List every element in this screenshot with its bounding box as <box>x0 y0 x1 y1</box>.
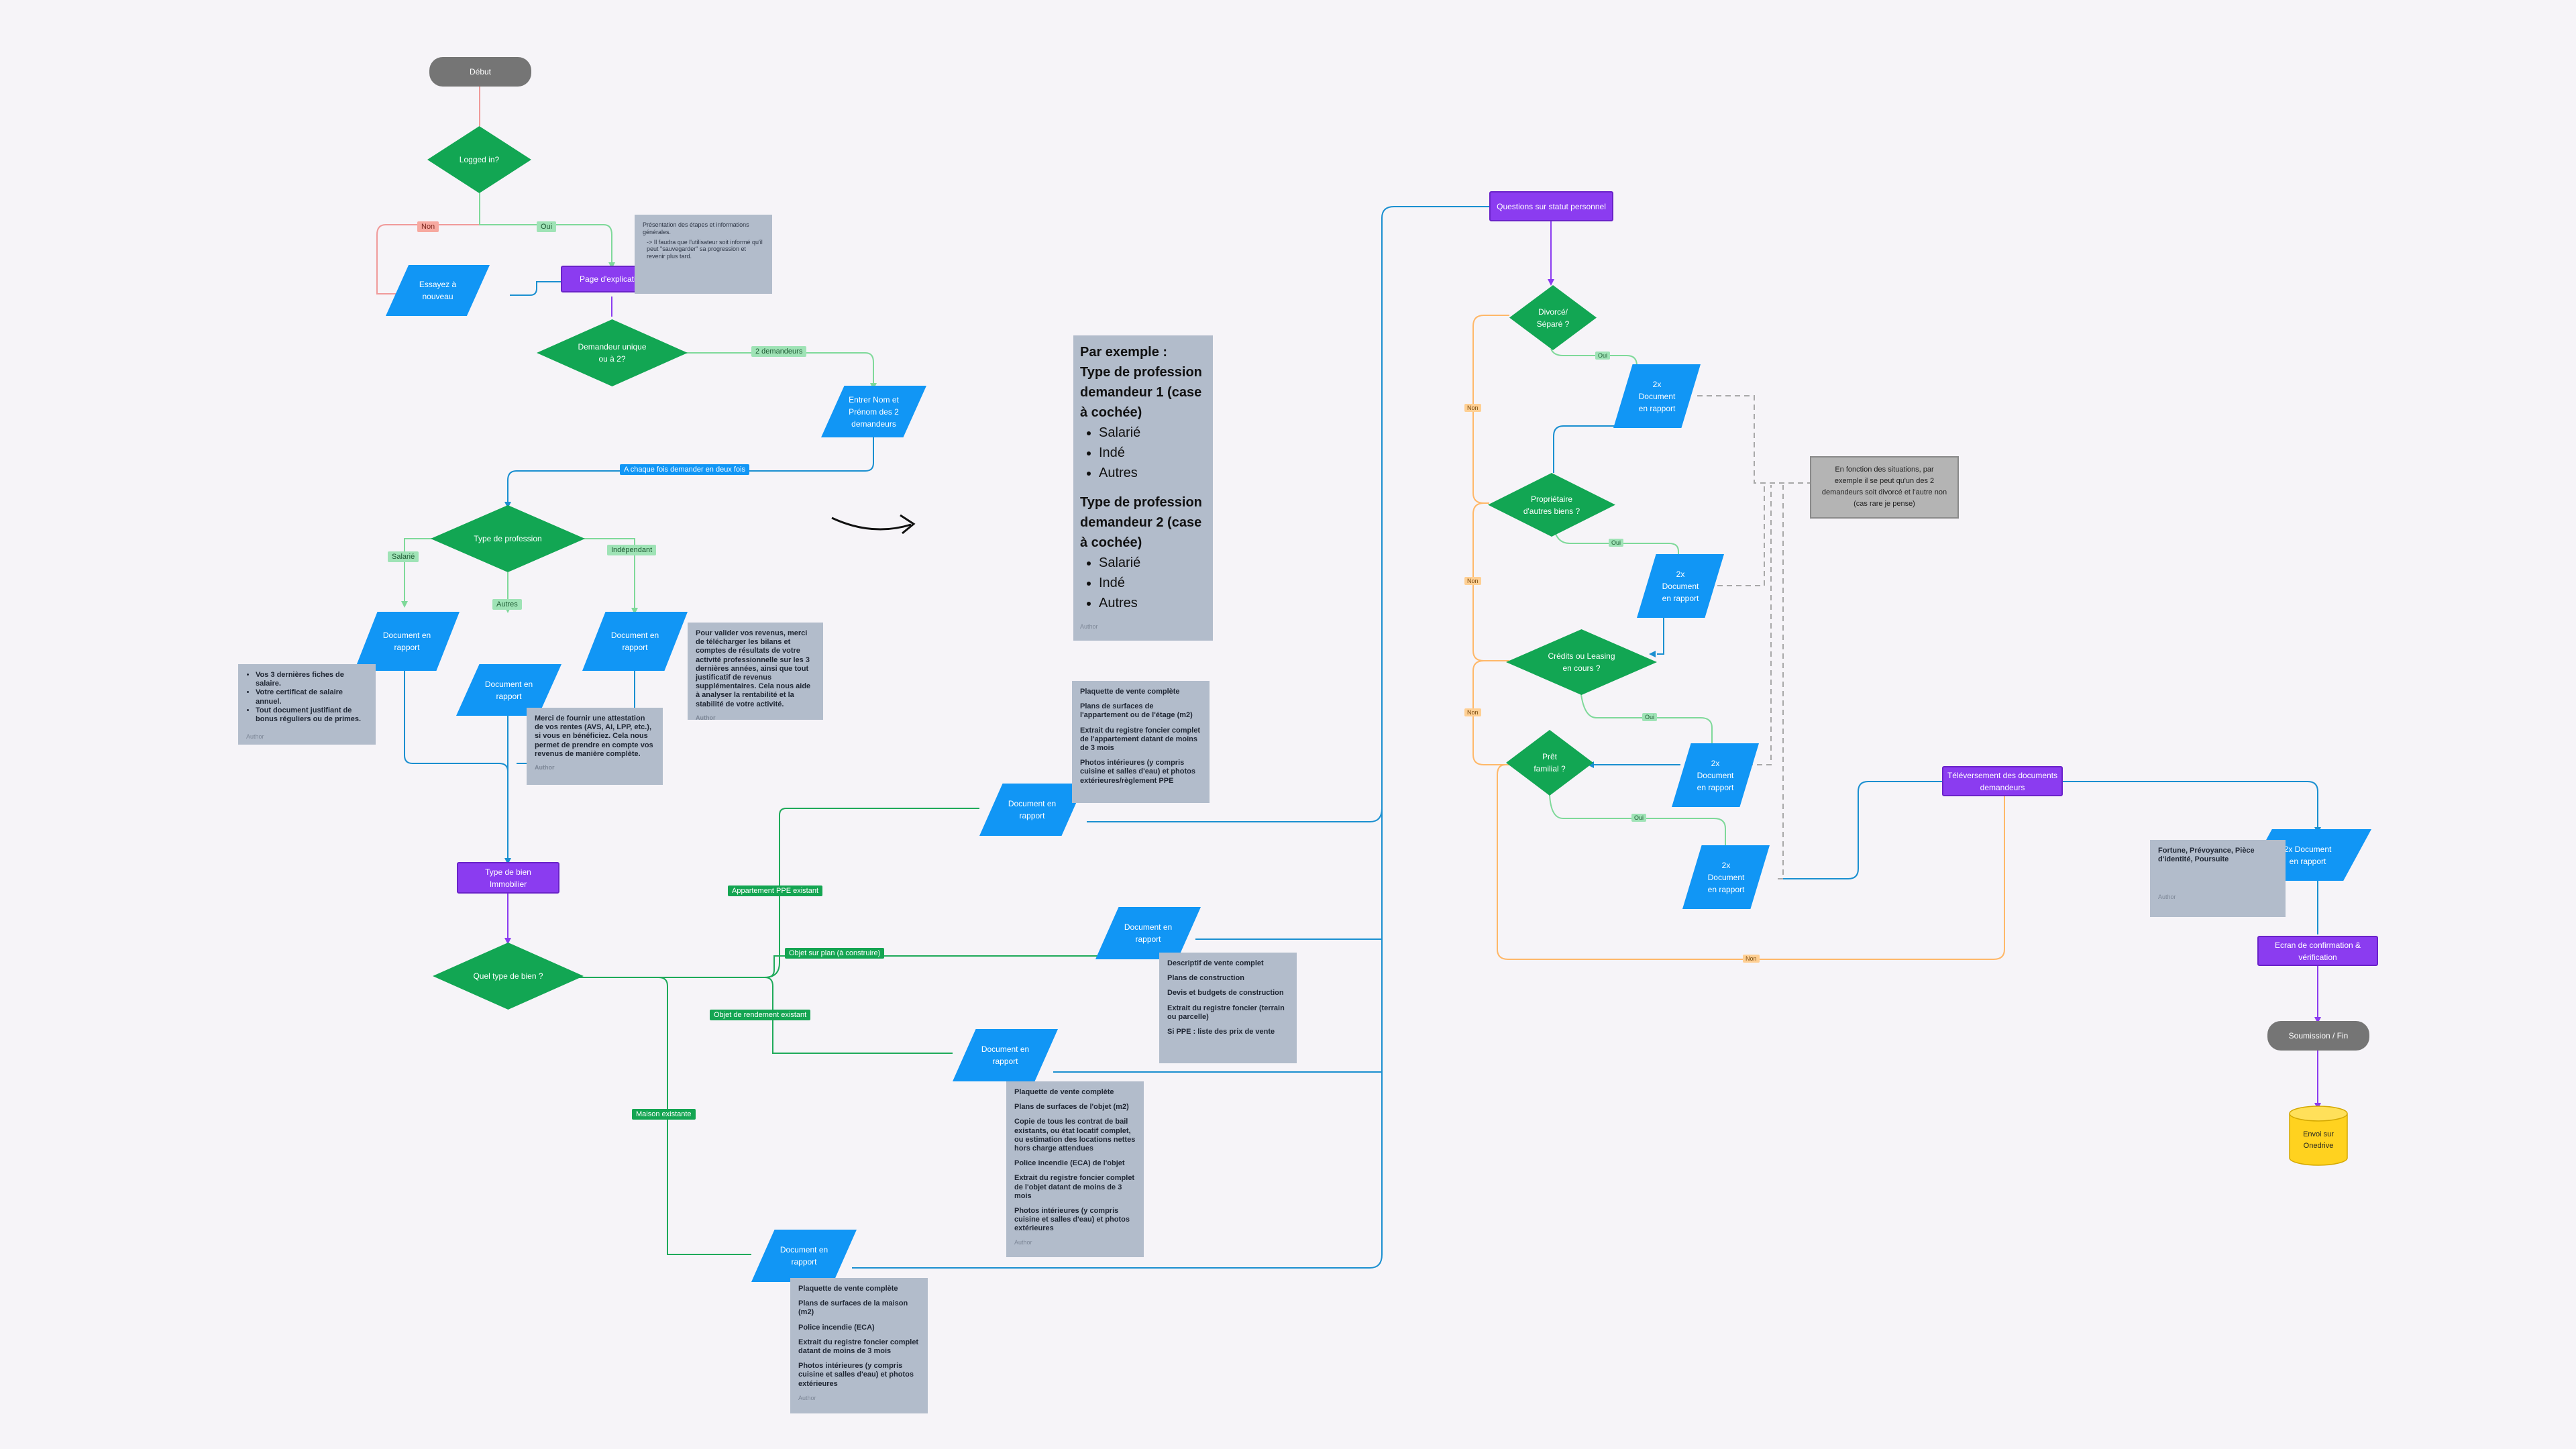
dashed-connector <box>1748 485 1772 765</box>
submission-end-node[interactable]: Soumission / Fin <box>2267 1021 2369 1051</box>
doc-plan-node[interactable]: Document en rapport <box>1095 907 1201 959</box>
retry-node[interactable]: Essayez à nouveau <box>386 265 490 316</box>
confirmation-screen-node[interactable]: Ecran de confirmation & vérification <box>2257 936 2378 966</box>
enter-names-node[interactable]: Entrer Nom et Prénom des 2 demandeurs <box>821 386 926 437</box>
note-salarie: Vos 3 dernières fiches de salaire.Votre … <box>238 664 376 745</box>
owner-decision[interactable]: Propriétaire d'autres biens ? <box>1488 473 1615 537</box>
label-objet-plan: Objet sur plan (à construire) <box>785 948 885 959</box>
personal-status-node[interactable]: Questions sur statut personnel <box>1489 191 1613 221</box>
label-appartement-ppe: Appartement PPE existant <box>728 885 823 896</box>
arrowhead <box>504 938 511 945</box>
connector <box>1778 781 1942 879</box>
logged-in-decision[interactable]: Logged in? <box>427 126 531 193</box>
doc2x-credits-node[interactable]: 2x Document en rapport <box>1672 743 1759 807</box>
connector <box>574 538 635 610</box>
doc-independant-node[interactable]: Document en rapport <box>582 612 688 671</box>
onedrive-storage-node[interactable]: Envoi sur Onedrive <box>2289 1106 2348 1166</box>
label-non: Non <box>1464 708 1481 716</box>
label-autres: Autres <box>492 599 522 610</box>
arrowhead <box>401 601 408 608</box>
connector <box>1550 348 1638 379</box>
hand-arrow-icon-head <box>900 514 916 535</box>
doc2x-loan-node[interactable]: 2x Document en rapport <box>1682 845 1770 909</box>
doc2x-upload-node[interactable]: 2x Document en rapport <box>2244 829 2371 881</box>
label-oui: Oui <box>1642 713 1658 721</box>
credits-decision[interactable]: Crédits ou Leasing en cours ? <box>1506 629 1657 695</box>
label-non: Non <box>1464 404 1481 412</box>
arrowhead <box>504 858 511 865</box>
explanation-note: Présentation des étapes et informations … <box>635 215 772 294</box>
connector <box>2063 781 2318 830</box>
doc2x-owner-node[interactable]: 2x Document en rapport <box>1637 554 1724 618</box>
label-independant: Indépendant <box>607 545 657 555</box>
applicant-count-decision[interactable]: Demandeur unique ou à 2? <box>537 319 688 386</box>
profession-decision[interactable]: Type de profession <box>431 505 585 572</box>
connector <box>1657 617 1664 655</box>
label-non: Non <box>1743 955 1760 963</box>
divorced-decision[interactable]: Divorcé/ Séparé ? <box>1509 285 1597 350</box>
upload-documents-node[interactable]: Téléversement des documents demandeurs <box>1942 766 2063 796</box>
label-maison: Maison existante <box>632 1109 696 1120</box>
database-icon <box>2289 1106 2348 1166</box>
connector <box>1580 688 1713 745</box>
connector <box>577 977 953 1054</box>
connector <box>684 352 874 386</box>
doc2x-divorce-node[interactable]: 2x Document en rapport <box>1613 364 1701 428</box>
arrowhead <box>1548 279 1554 286</box>
doc-salarie-node[interactable]: Document en rapport <box>354 612 460 671</box>
situation-note: En fonction des situations, par exemple … <box>1810 456 1959 519</box>
connector <box>852 805 1383 1269</box>
connector <box>1497 764 2005 960</box>
connector <box>1087 206 1489 822</box>
start-node[interactable]: Début <box>429 57 531 87</box>
family-loan-decision[interactable]: Prêt familial ? <box>1506 730 1593 796</box>
label-oui: Oui <box>537 221 557 232</box>
label-non: Non <box>417 221 439 232</box>
note-independant: Pour valider vos revenus, merci de téléc… <box>688 623 823 721</box>
dashed-connector <box>1697 395 1811 484</box>
label-two-applicants: 2 demandeurs <box>751 346 807 357</box>
connector <box>404 538 443 604</box>
label-objet-rendement: Objet de rendement existant <box>710 1010 811 1020</box>
connector <box>1553 425 1650 473</box>
note-fortune: Fortune, Prévoyance, Pièce d'identité, P… <box>2150 840 2286 917</box>
note-autres: Merci de fournir une attestation de vos … <box>527 708 663 785</box>
doc-rendement-node[interactable]: Document en rapport <box>953 1029 1058 1081</box>
doc-maison-node[interactable]: Document en rapport <box>751 1230 857 1282</box>
label-oui: Oui <box>1609 539 1624 547</box>
doc-autres-node[interactable]: Document en rapport <box>456 664 561 716</box>
which-property-decision[interactable]: Quel type de bien ? <box>433 943 584 1010</box>
arrowhead <box>631 608 638 614</box>
property-type-node[interactable]: Type de bien Immobilier <box>457 862 559 894</box>
label-non: Non <box>1464 577 1481 585</box>
dashed-connector <box>1778 485 1784 879</box>
connector <box>479 193 612 265</box>
label-oui: Oui <box>1595 352 1611 360</box>
dashed-connector <box>1717 485 1765 586</box>
connector <box>577 955 1097 978</box>
label-oui: Oui <box>1631 814 1647 822</box>
arrowhead <box>2314 1017 2321 1024</box>
hand-arrow-icon <box>831 517 912 531</box>
connector <box>577 977 751 1255</box>
connector <box>510 281 561 296</box>
label-ask-twice: A chaque fois demander en deux fois <box>620 464 750 475</box>
example-note: Par exemple : Type de profession demande… <box>1073 335 1213 641</box>
connector <box>376 193 480 294</box>
doc-ppe-node[interactable]: Document en rapport <box>979 784 1085 836</box>
label-salarie: Salarié <box>388 551 419 562</box>
connector <box>1549 794 1726 847</box>
